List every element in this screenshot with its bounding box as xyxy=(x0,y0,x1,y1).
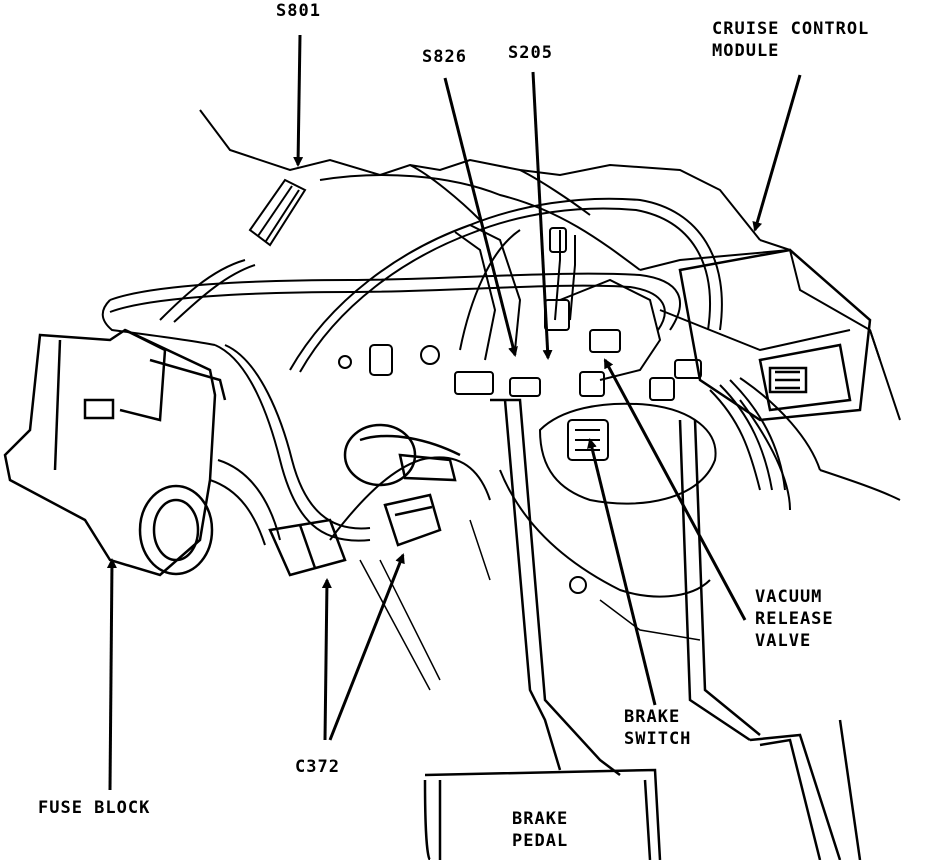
s801-text: S801 xyxy=(276,1,321,21)
arrow-c372-a xyxy=(321,578,332,741)
label-c372: C372 xyxy=(295,756,340,778)
label-cruise-control-module: CRUISE CONTROL MODULE xyxy=(712,18,869,62)
label-vacuum-release-valve: VACUUM RELEASE VALVE xyxy=(755,586,834,652)
fuse-block-body xyxy=(3,328,227,577)
arrow-cruise-module xyxy=(752,74,802,232)
c372-connector-pair xyxy=(268,423,461,577)
label-brake-switch: BRAKE SWITCH xyxy=(624,706,691,750)
arrow-s205 xyxy=(531,71,553,360)
label-s205: S205 xyxy=(508,42,553,64)
arrow-c372-b xyxy=(328,553,405,741)
leader-arrows xyxy=(106,34,802,791)
arrow-vacuum-valve xyxy=(603,358,747,621)
dashboard-outline xyxy=(199,109,901,421)
accelerator-pedal-arm xyxy=(678,419,862,860)
arrow-s801 xyxy=(293,34,304,167)
label-s801: S801 xyxy=(276,0,321,22)
arrow-fuse-block xyxy=(106,558,117,791)
arrow-s826 xyxy=(443,77,518,357)
s801-connector xyxy=(159,178,307,323)
brake-switch-line1: BRAKE xyxy=(624,707,681,727)
arrow-brake-switch xyxy=(587,438,657,706)
label-s826: S826 xyxy=(422,46,467,68)
column-connectors xyxy=(338,227,702,401)
fuse-block-text: FUSE BLOCK xyxy=(38,798,151,818)
floor-lines xyxy=(359,519,701,691)
label-fuse-block: FUSE BLOCK xyxy=(38,797,150,819)
vacuum-line3: VALVE xyxy=(755,631,812,651)
brake-pedal-line1: BRAKE xyxy=(512,809,569,829)
cruise-line1: CRUISE CONTROL xyxy=(712,19,870,39)
s205-text: S205 xyxy=(508,43,553,63)
c372-text: C372 xyxy=(295,757,340,777)
cruise-line2: MODULE xyxy=(712,41,780,61)
vacuum-line2: RELEASE xyxy=(755,609,834,629)
brake-pedal-arm xyxy=(423,398,662,860)
brake-switch-line2: SWITCH xyxy=(624,729,692,749)
vacuum-line1: VACUUM xyxy=(755,587,823,607)
cruise-control-module-body xyxy=(678,248,872,422)
brake-pedal-line2: PEDAL xyxy=(512,831,569,851)
label-brake-pedal: BRAKE PEDAL xyxy=(512,808,568,852)
s826-text: S826 xyxy=(422,47,467,67)
